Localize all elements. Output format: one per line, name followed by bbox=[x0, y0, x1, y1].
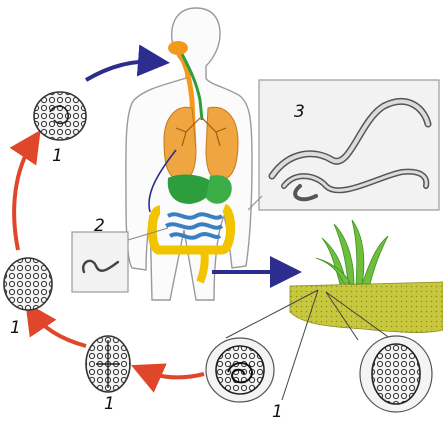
label-larva: 2 bbox=[94, 218, 105, 235]
egg-left bbox=[4, 258, 52, 310]
arrow-soil-egg-to-bottom bbox=[142, 370, 204, 377]
arrow-bottom-to-left bbox=[32, 312, 86, 346]
label-egg-soil: 1 bbox=[272, 404, 283, 421]
grass bbox=[316, 220, 388, 284]
pharynx bbox=[168, 41, 188, 55]
egg-bottom-left bbox=[86, 336, 130, 392]
label-egg-top: 1 bbox=[52, 148, 63, 165]
soil bbox=[290, 282, 443, 333]
egg-top bbox=[34, 92, 86, 140]
egg-soil-left bbox=[206, 338, 274, 402]
arrow-egg-to-mouth bbox=[86, 62, 158, 80]
left-lung bbox=[164, 107, 196, 180]
arrow-egg-left-up bbox=[14, 140, 34, 250]
larva-box bbox=[72, 232, 128, 292]
label-egg-left-upper: 1 bbox=[10, 320, 21, 337]
label-egg-bottom-left: 1 bbox=[104, 396, 115, 413]
rectum bbox=[200, 250, 205, 282]
label-adult-worms: 3 bbox=[294, 104, 305, 121]
egg-soil-right bbox=[360, 336, 432, 412]
